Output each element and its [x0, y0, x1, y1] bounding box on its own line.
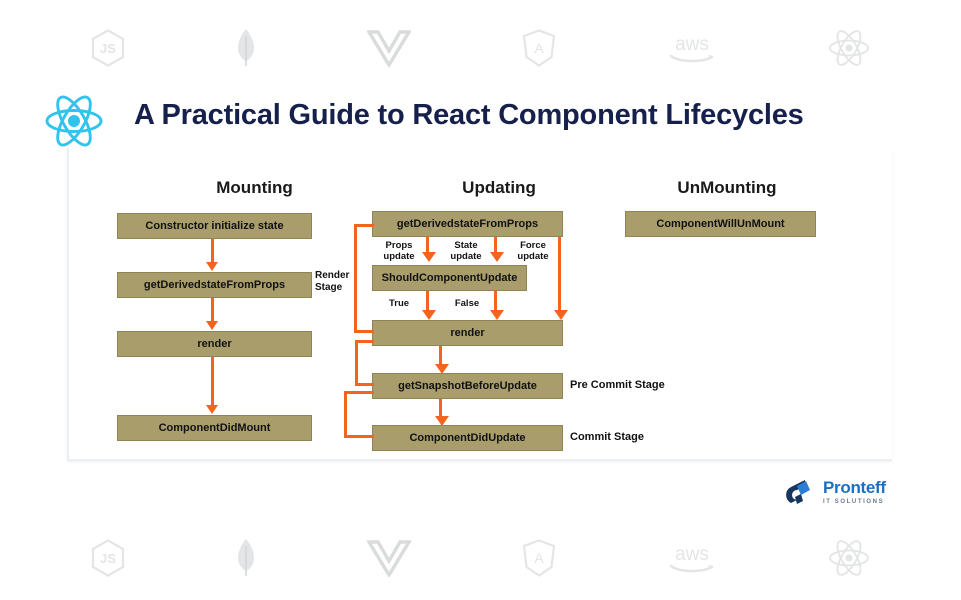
edge-label-line1: Props — [385, 240, 413, 251]
connector-line-force-update — [558, 237, 561, 313]
column-heading-updating: Updating — [462, 178, 536, 197]
brand-tagline: IT SOLUTIONS — [823, 499, 885, 505]
lifecycle-box-componentdidmount[interactable]: ComponentDidMount — [117, 415, 312, 441]
edge-label-line2: update — [517, 251, 549, 262]
connector-arrow — [490, 252, 504, 262]
connector-arrow — [422, 252, 436, 262]
stage-label-line1: Render — [315, 270, 350, 281]
connector-arrow — [554, 310, 568, 320]
brand-text: Pronteff IT SOLUTIONS — [823, 479, 886, 505]
connector-arrow — [206, 321, 218, 330]
connector-arrow — [490, 310, 504, 320]
connector-line — [494, 291, 497, 313]
nodejs-icon: JS — [91, 539, 125, 577]
diagram-panel: Mounting Updating UnMounting Constructor… — [67, 148, 892, 461]
angular-icon: A — [522, 29, 556, 67]
lifecycle-box-render-update[interactable]: render — [372, 320, 563, 346]
connector-line — [211, 357, 214, 409]
connector-arrow — [206, 405, 218, 414]
connector-line — [439, 346, 442, 367]
column-heading-mounting: Mounting — [216, 178, 293, 197]
connector-arrow — [422, 310, 436, 320]
connector-line — [344, 391, 374, 394]
svg-text:JS: JS — [100, 41, 116, 56]
page-title: A Practical Guide to React Component Lif… — [134, 99, 804, 131]
lifecycle-box-componentwillunmount[interactable]: ComponentWillUnMount — [625, 211, 816, 237]
lifecycle-box-constructor-initialize-state[interactable]: Constructor initialize state — [117, 213, 312, 239]
column-heading-unmounting: UnMounting — [677, 178, 777, 197]
angular-icon: A — [522, 539, 556, 577]
edge-label-line1: State — [454, 240, 478, 251]
connector-arrow — [435, 364, 449, 374]
connector-line — [494, 237, 497, 255]
side-label-pre-commit-stage: Pre Commit Stage — [570, 379, 665, 391]
svg-text:JS: JS — [100, 551, 116, 566]
react-atom-icon — [45, 93, 103, 149]
mongodb-icon — [235, 538, 257, 578]
nodejs-icon: JS — [91, 29, 125, 67]
vue-icon — [367, 539, 412, 577]
connector-line — [355, 383, 374, 386]
connector-arrow — [206, 262, 218, 271]
svg-text:A: A — [534, 550, 544, 566]
stage-label-line2: Stage — [315, 282, 343, 293]
edge-label-force-update: Force update — [510, 240, 556, 262]
connector-line — [211, 239, 214, 266]
connector-line — [211, 298, 214, 325]
side-label-commit-stage: Commit Stage — [570, 431, 644, 443]
connector-line — [426, 237, 429, 255]
connector-line — [354, 224, 374, 227]
connector-line — [355, 340, 374, 343]
connector-arrow — [435, 416, 449, 426]
watermark-row-top: JS A aws — [0, 12, 961, 84]
connector-line — [439, 399, 442, 419]
connector-line — [354, 224, 357, 332]
connector-line — [355, 340, 358, 386]
edge-label-true: True — [388, 298, 410, 309]
react-icon — [828, 29, 870, 67]
edge-label-props-update: Props update — [376, 240, 422, 262]
edge-label-line2: update — [450, 251, 482, 262]
lifecycle-box-getsnapshotbeforeupdate[interactable]: getSnapshotBeforeUpdate — [372, 373, 563, 399]
mongodb-icon — [235, 28, 257, 68]
brand-logo: Pronteff IT SOLUTIONS — [782, 470, 892, 514]
brand-name: Pronteff — [823, 478, 886, 497]
svg-text:aws: aws — [675, 544, 709, 565]
edge-label-line2: update — [383, 251, 415, 262]
edge-label-false: False — [454, 298, 480, 309]
connector-line — [426, 291, 429, 313]
connector-line — [354, 330, 374, 333]
edge-label-line1: Force — [520, 240, 546, 251]
react-icon — [828, 539, 870, 577]
pronteff-logo-icon — [782, 475, 816, 509]
lifecycle-box-render-mount[interactable]: render — [117, 331, 312, 357]
lifecycle-box-shouldcomponentupdate[interactable]: ShouldComponentUpdate — [372, 265, 527, 291]
connector-line — [344, 435, 374, 438]
lifecycle-box-getderivedstatefromprops-mount[interactable]: getDerivedstateFromProps — [117, 272, 312, 298]
aws-icon: aws — [666, 30, 718, 66]
connector-line — [344, 391, 347, 437]
lifecycle-box-componentdidupdate[interactable]: ComponentDidUpdate — [372, 425, 563, 451]
watermark-row-bottom: JS A aws — [0, 522, 961, 594]
aws-icon: aws — [666, 540, 718, 576]
stage-label-render: Render Stage — [315, 270, 349, 294]
svg-text:aws: aws — [675, 34, 709, 55]
svg-text:A: A — [534, 40, 544, 56]
lifecycle-box-getderivedstatefromprops-update[interactable]: getDerivedstateFromProps — [372, 211, 563, 237]
vue-icon — [367, 29, 412, 67]
edge-label-state-update: State update — [443, 240, 489, 262]
